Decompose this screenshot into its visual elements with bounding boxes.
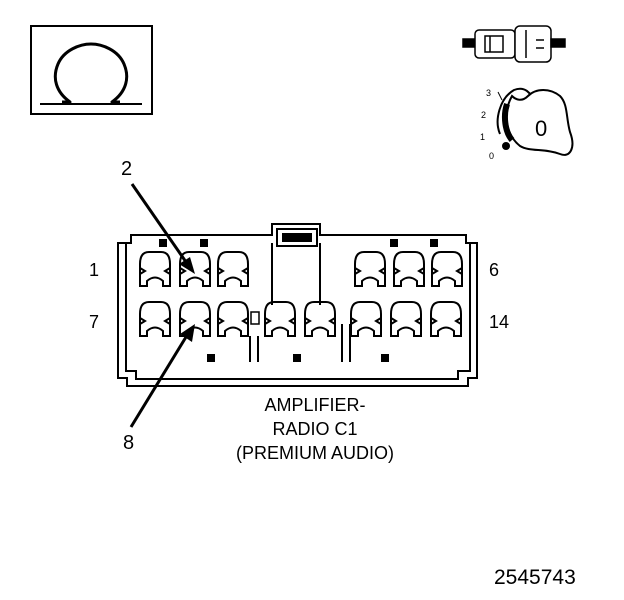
caption-line-3: (PREMIUM AUDIO) — [235, 443, 394, 463]
pin-cavity-8 — [179, 301, 211, 337]
pin-cavity-4 — [354, 251, 386, 287]
caption-line-1: AMPLIFIER- — [264, 395, 366, 415]
pin-cavity-12 — [350, 301, 382, 337]
pin-label-1: 1 — [89, 260, 100, 280]
key-position-1: 1 — [480, 132, 486, 142]
pin-label-6: 6 — [489, 260, 500, 280]
caption-line-2: RADIO C1 — [272, 419, 358, 439]
connector-icon — [462, 25, 566, 63]
pin-cavity-11 — [304, 301, 336, 337]
key-position-0: 0 — [489, 151, 495, 161]
pin-label-14: 14 — [489, 312, 510, 332]
pin-cavity-14 — [430, 301, 462, 337]
key-position-2: 2 — [481, 110, 487, 120]
pin-cavity-3 — [217, 251, 249, 287]
pin-cavity-1 — [139, 251, 171, 287]
connector-body — [117, 223, 478, 387]
callout-arrow-pin-8 — [129, 324, 195, 428]
pin-label-7: 7 — [89, 312, 100, 332]
connector-caption: AMPLIFIER- RADIO C1 (PREMIUM AUDIO) — [215, 393, 415, 465]
pin-cavity-13 — [390, 301, 422, 337]
pin-cavities — [139, 251, 463, 337]
pin-cavity-2 — [179, 251, 211, 287]
figure-number: 2545743 — [494, 566, 576, 589]
pin-cavity-9 — [217, 301, 249, 337]
callout-label-2: 2 — [121, 158, 133, 180]
omega-icon — [53, 42, 129, 104]
pin-cavity-6 — [431, 251, 463, 287]
callout-label-8: 8 — [123, 432, 135, 454]
pin-cavity-10 — [264, 301, 296, 337]
ignition-key-icon — [496, 87, 574, 156]
omega-symbol-box — [30, 25, 153, 115]
key-label: 0 — [535, 116, 548, 141]
pin-cavity-5 — [393, 251, 425, 287]
polarization-slot — [250, 311, 260, 325]
callout-arrow-pin-2 — [130, 183, 195, 274]
pin-cavity-7 — [139, 301, 171, 337]
key-position-3: 3 — [486, 88, 492, 98]
